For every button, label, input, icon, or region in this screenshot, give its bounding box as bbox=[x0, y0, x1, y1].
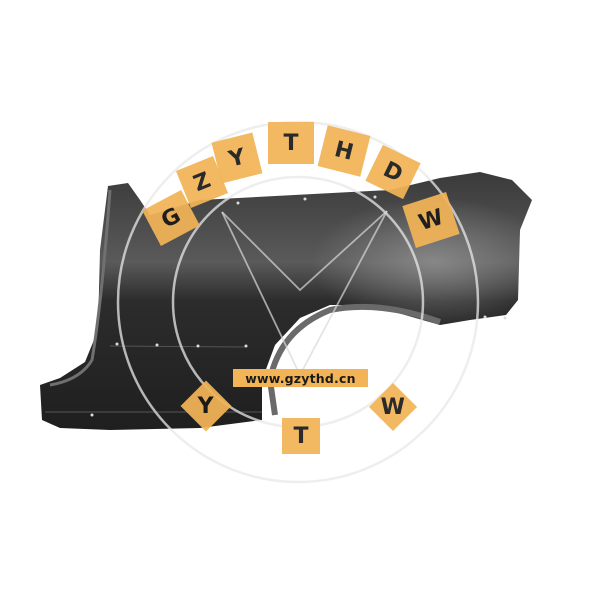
watermark-url: www.gzythd.cn bbox=[233, 369, 368, 387]
watermark-letter: Z bbox=[189, 167, 215, 197]
watermark-letter: T bbox=[283, 130, 299, 156]
watermark-letter: T bbox=[293, 423, 309, 449]
watermark-letter-tile: T bbox=[268, 122, 314, 164]
watermark-letter: D bbox=[379, 156, 407, 188]
watermark-letter: Y bbox=[198, 393, 214, 419]
watermark-letter: G bbox=[157, 202, 185, 234]
watermark-letter-tile: T bbox=[282, 418, 320, 454]
watermark-v-logo bbox=[221, 210, 388, 376]
watermark-letter: W bbox=[415, 204, 447, 236]
watermark-letter: H bbox=[332, 136, 356, 166]
watermark-letter: Y bbox=[226, 143, 248, 173]
watermark-letter: W bbox=[380, 394, 406, 420]
